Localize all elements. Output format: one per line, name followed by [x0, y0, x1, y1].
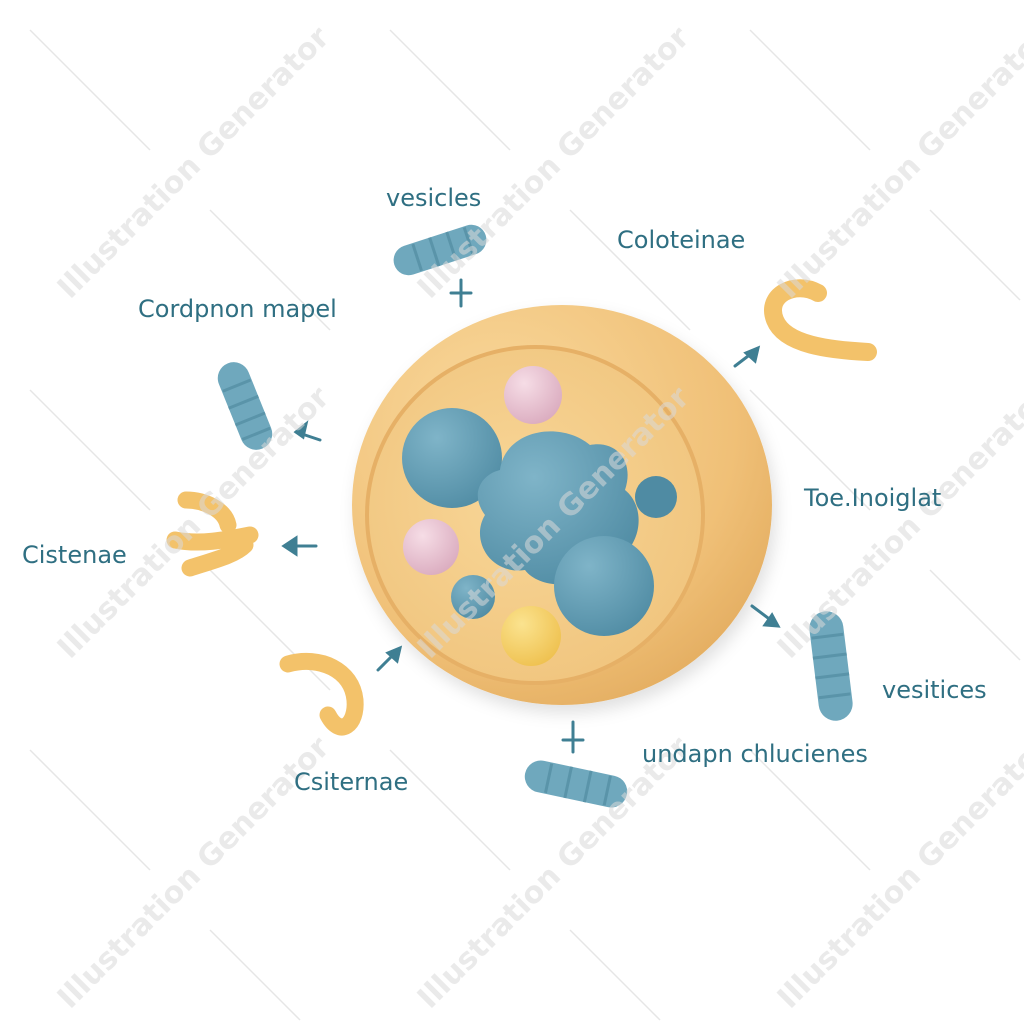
arrow-lower-left: [376, 645, 403, 672]
organelle-pink-left: [403, 519, 459, 575]
organelle-yellow: [501, 606, 561, 666]
organelle-blue-lower-right: [554, 536, 654, 636]
organelles: [402, 366, 677, 666]
vesicles: [217, 224, 853, 808]
label-toe-inoiglat: Toe.Inoiglat: [804, 484, 942, 512]
watermark-text-6: Illustration Generator: [771, 380, 1024, 666]
label-cistenae: Cistenae: [22, 541, 127, 569]
label-vesitices: vesitices: [882, 676, 987, 704]
organelle-blue-small-right: [635, 476, 677, 518]
vesicle-left: [217, 362, 273, 450]
watermark-text-9: Illustration Generator: [771, 730, 1024, 1016]
organelle-blue-left: [402, 408, 502, 508]
arrows: [281, 278, 781, 754]
watermark-text-4: Illustration Generator: [51, 380, 337, 666]
arrow-left-upper: [293, 420, 322, 442]
watermark-text-3: Illustration Generator: [771, 20, 1024, 306]
organelle-blue-small-left: [451, 575, 495, 619]
watermark: Illustration Generator Illustration Gene…: [51, 20, 1024, 1016]
organelle-pink-top: [504, 366, 562, 424]
watermark-text-1: Illustration Generator: [51, 20, 337, 306]
cisterna-left-upper: [177, 491, 237, 534]
cell-interior-rim: [365, 345, 705, 685]
vesicle-right: [809, 611, 853, 721]
arrow-right-lower: [750, 604, 781, 628]
cisterna-bottom-left: [279, 652, 364, 736]
label-csiternae: Csiternae: [294, 768, 409, 796]
arrow-top: [449, 278, 473, 308]
label-vesicles-top: vesicles: [386, 184, 482, 212]
watermark-text-2: Illustration Generator: [411, 20, 697, 306]
label-undapn-chlucienes: undapn chlucienes: [642, 740, 868, 768]
cisterna-top-right: [764, 279, 877, 361]
arrow-left: [281, 535, 318, 557]
watermark-lines: [29, 29, 1021, 1021]
vesicle-bottom: [524, 760, 628, 808]
vesicle-top: [393, 224, 487, 276]
arrow-right-upper: [733, 345, 761, 368]
label-cordpnon-mapel: Cordpnon mapel: [138, 295, 337, 323]
cisternae: [166, 279, 877, 736]
arrow-bottom: [561, 720, 585, 754]
label-coloteinae: Coloteinae: [617, 226, 746, 254]
cisterna-left-lower: [166, 526, 259, 577]
